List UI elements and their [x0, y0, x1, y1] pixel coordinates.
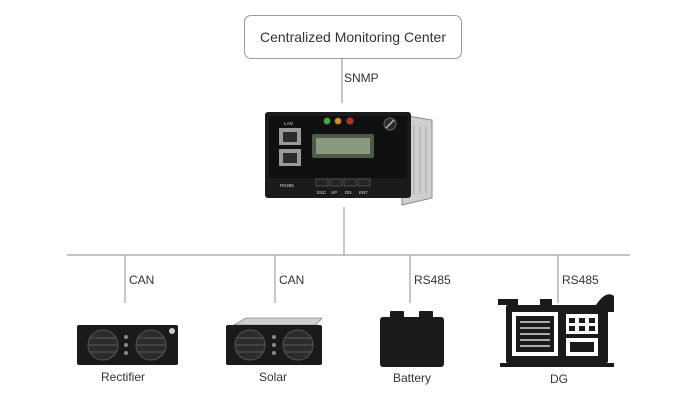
solar-label: Solar: [259, 370, 288, 384]
controller-button-dn: DN: [345, 190, 352, 195]
battery-icon: [380, 311, 444, 367]
battery-link-label: RS485: [414, 273, 451, 287]
dg-label: DG: [550, 372, 568, 386]
lan-port-label: LAN: [284, 121, 293, 126]
monitoring-center-box: Centralized Monitoring Center: [244, 15, 462, 59]
controller-button-up: UP: [331, 190, 337, 195]
battery-label: Battery: [393, 371, 432, 385]
rectifier-label: Rectifier: [101, 370, 146, 384]
led-orange-icon: [334, 117, 342, 125]
led-red-icon: [346, 117, 354, 125]
controller-module-icon: LAN RS485 ESC UP DN ENT: [265, 112, 433, 206]
rectifier-icon: [77, 325, 178, 365]
rs485-port-label: RS485: [280, 183, 294, 188]
dg-link-label: RS485: [562, 273, 599, 287]
rectifier-link-label: CAN: [129, 273, 155, 287]
solar-module-icon: [226, 317, 323, 365]
connector-lines: [67, 59, 630, 303]
led-green-icon: [323, 117, 331, 125]
solar-link-label: CAN: [279, 273, 305, 287]
monitoring-center-label: Centralized Monitoring Center: [260, 29, 446, 45]
snmp-link-label: SNMP: [344, 71, 379, 85]
controller-button-esc: ESC: [317, 190, 327, 195]
diesel-generator-icon: [498, 294, 614, 367]
controller-button-ent: ENT: [359, 190, 368, 195]
